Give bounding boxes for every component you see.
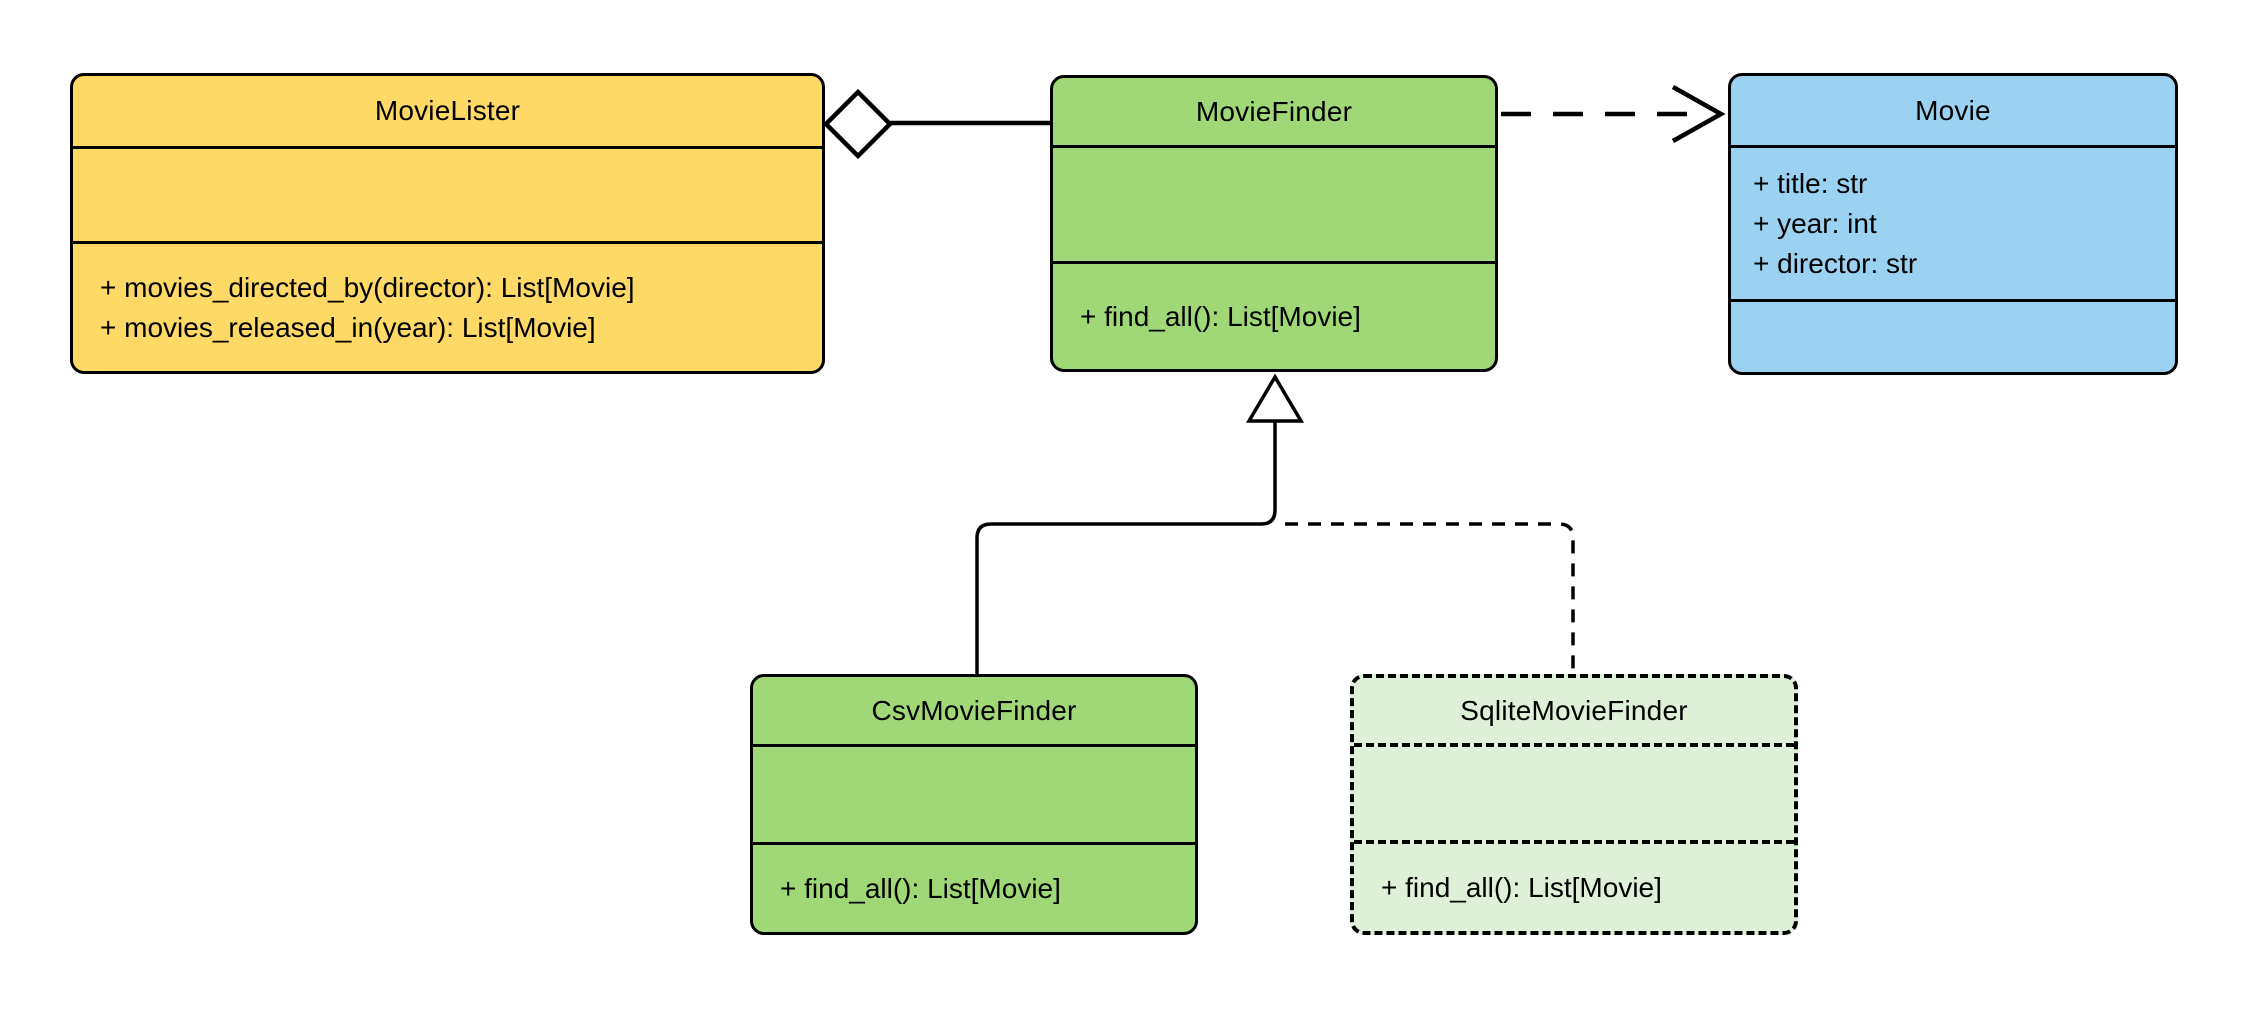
attribute-item: + director: str [1753, 247, 1918, 279]
methods-section: + find_all(): List[Movie] [1354, 840, 1794, 931]
attributes-section-empty [1354, 743, 1794, 840]
class-title: MovieFinder [1195, 95, 1353, 127]
methods-section-empty [1731, 299, 2175, 372]
class-movie: Movie + title: str + year: int + directo… [1728, 73, 2178, 375]
class-title: MovieLister [374, 95, 521, 126]
dependency-edge-moviefinder-movie [1501, 85, 1726, 143]
class-moviefinder: MovieFinder + find_all(): List[Movie] [1050, 75, 1498, 372]
attribute-item: + title: str [1753, 167, 1868, 199]
methods-section: + movies_directed_by(director): List[Mov… [73, 241, 822, 371]
class-movielister: MovieLister + movies_directed_by(directo… [70, 73, 825, 374]
attributes-section: + title: str + year: int + director: str [1731, 145, 2175, 299]
aggregation-diamond-icon [822, 88, 894, 160]
methods-section: + find_all(): List[Movie] [753, 842, 1195, 932]
generalization-edge-csvmoviefinder-moviefinder [975, 373, 1305, 674]
method-item: + movies_directed_by(director): List[Mov… [100, 271, 635, 303]
class-csvmoviefinder: CsvMovieFinder + find_all(): List[Movie] [750, 674, 1198, 935]
attribute-item: + year: int [1753, 207, 1877, 239]
methods-section: + find_all(): List[Movie] [1053, 261, 1495, 369]
class-title: SqliteMovieFinder [1460, 694, 1688, 726]
method-item: + find_all(): List[Movie] [1080, 300, 1361, 332]
generalization-edge-sqlitemoviefinder-moviefinder [1285, 522, 1575, 672]
attributes-section-empty [1053, 145, 1495, 261]
attributes-section-empty [753, 744, 1195, 842]
class-title: Movie [1915, 94, 1991, 126]
aggregation-edge-movielister-moviefinder [822, 88, 1051, 160]
generalization-triangle-icon [1245, 373, 1305, 423]
method-item: + movies_released_in(year): List[Movie] [100, 311, 596, 343]
dependency-open-arrow-icon [1671, 85, 1726, 143]
class-sqlitemoviefinder: SqliteMovieFinder + find_all(): List[Mov… [1350, 674, 1798, 935]
method-item: + find_all(): List[Movie] [1381, 871, 1662, 903]
class-title: CsvMovieFinder [871, 694, 1077, 726]
method-item: + find_all(): List[Movie] [780, 872, 1061, 904]
attributes-section-empty [73, 146, 822, 241]
